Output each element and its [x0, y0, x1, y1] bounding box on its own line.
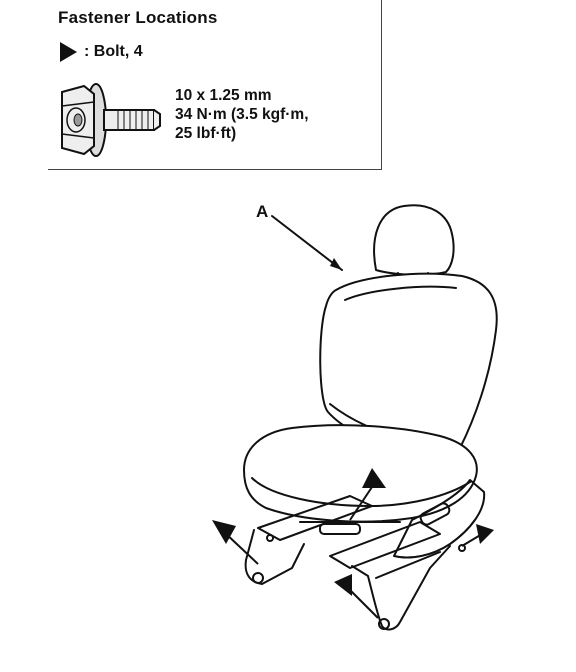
bolt-arrow-rear-right [476, 524, 494, 544]
spec-line-torque: 34 N·m (3.5 kgf·m, [175, 106, 309, 123]
recliner-lever [419, 502, 451, 526]
bolt-arrow-icon [60, 42, 77, 62]
fastener-spec: 10 x 1.25 mm 34 N·m (3.5 kgf·m, 25 lbf·f… [175, 86, 309, 143]
flange-bolt-illustration [61, 83, 161, 157]
slide-rail-right [329, 521, 441, 569]
fastener-legend-box [48, 0, 382, 170]
front-seat-illustration [212, 204, 498, 631]
seat-frame-base [244, 529, 305, 585]
bolt-hole-rear-left [266, 534, 274, 542]
spec-line-torque-imperial: 25 lbf·ft) [175, 125, 237, 142]
seat-side-trim [393, 479, 486, 559]
slide-lever [319, 523, 361, 535]
headrest [373, 204, 455, 276]
bolt-arrow-center-rear [362, 468, 386, 488]
bolt-arrow-front-right [334, 574, 352, 596]
callout-arrowhead [330, 258, 342, 270]
bolt-hole-front-left [252, 572, 264, 584]
callout-label-a: A [256, 202, 269, 221]
seat-cushion [243, 424, 478, 523]
bolt-hole-front-right [378, 618, 390, 630]
legend-title: Fastener Locations [58, 8, 218, 27]
legend-item-label: : Bolt, 4 [84, 43, 143, 60]
legend-item-bolt: : Bolt, 4 [58, 40, 143, 64]
spec-line-size: 10 x 1.25 mm [175, 87, 272, 104]
callout-leader-line [271, 215, 343, 271]
